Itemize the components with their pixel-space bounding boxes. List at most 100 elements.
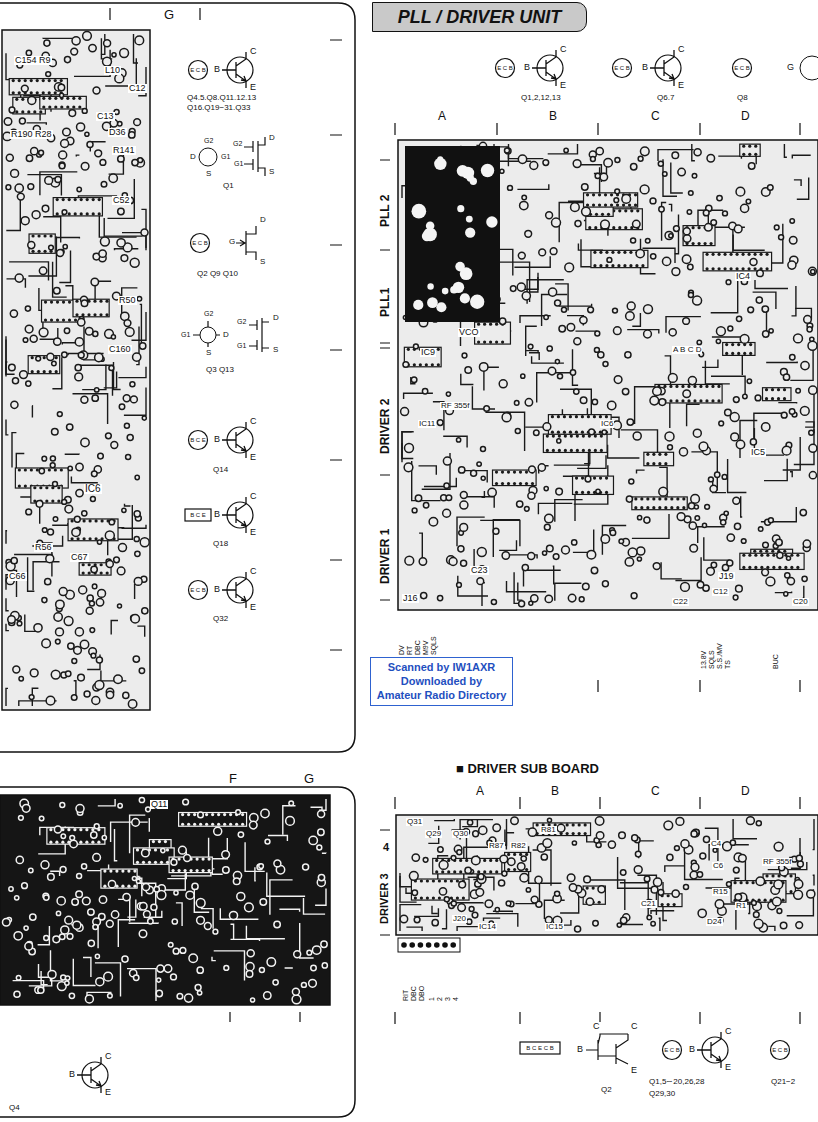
solder-pad: [139, 797, 144, 802]
ic-pin: [37, 250, 40, 253]
copper-trace: [404, 393, 433, 399]
ic-pin: [641, 264, 644, 267]
solder-pad: [569, 884, 576, 891]
solder-pad: [257, 864, 263, 870]
solder-pad: [25, 942, 33, 950]
solder-pad: [109, 520, 114, 525]
copper-trace: [122, 525, 147, 528]
jfet-symbol: [236, 226, 256, 260]
ic-pin: [575, 476, 578, 479]
ic-pin: [100, 519, 103, 522]
ic-pin: [30, 91, 33, 94]
solder-pad: [438, 847, 444, 853]
ic-pin: [15, 98, 18, 101]
solder-pad: [411, 377, 417, 383]
solder-pad: [404, 463, 413, 472]
solder-pad: [61, 834, 65, 838]
solder-pad: [491, 599, 496, 604]
solder-pad: [615, 157, 620, 162]
ic-pin: [742, 153, 745, 156]
ic-pin: [576, 449, 579, 452]
ic-pin: [664, 453, 667, 456]
solder-pad: [177, 993, 183, 999]
ic-pin: [741, 267, 744, 270]
ic-pin: [599, 476, 602, 479]
ic-pin: [62, 318, 65, 321]
solder-pad: [705, 504, 710, 509]
panel-border: [0, 3, 355, 752]
copper-trace: [542, 295, 568, 327]
solder-pad: [608, 401, 616, 409]
ic-pin: [91, 841, 94, 844]
ic-pin: [513, 470, 516, 473]
solder-pad: [653, 878, 661, 886]
solder-pad: [562, 546, 570, 554]
solder-pad: [87, 141, 93, 147]
solder-pad: [105, 531, 114, 540]
solder-pad: [802, 576, 807, 581]
ic-pin: [223, 813, 226, 816]
solder-pad: [114, 675, 122, 683]
solder-pad: [683, 228, 690, 235]
copper-trace: [608, 445, 640, 458]
solder-pad: [259, 864, 264, 869]
ic-pin: [634, 506, 637, 509]
ic-pin: [211, 813, 214, 816]
solder-pad: [699, 442, 708, 451]
ic-pin: [658, 453, 661, 456]
solder-pad: [96, 599, 103, 606]
copper-trace: [728, 459, 747, 493]
ic-pin: [75, 313, 78, 316]
solder-pad: [779, 235, 784, 240]
ic-pin: [18, 79, 21, 82]
solder-pad: [500, 855, 508, 863]
copper-trace: [790, 350, 813, 380]
copper-trace: [118, 920, 135, 947]
ic-pin: [751, 881, 754, 884]
copper-trace: [212, 862, 222, 874]
solder-pad: [587, 550, 596, 559]
solder-pad: [104, 972, 113, 981]
solder-pad: [64, 617, 73, 626]
solder-pad: [123, 692, 129, 698]
solder-pad: [42, 528, 47, 533]
solder-pad: [589, 429, 595, 435]
copper-trace: [40, 328, 58, 339]
solder-pad: [47, 353, 54, 360]
solder-pad: [22, 883, 28, 889]
copper-trace: [485, 412, 524, 451]
solder-pad: [60, 803, 65, 808]
copper-trace: [118, 899, 130, 921]
solder-pad: [658, 889, 664, 895]
ic-pin: [634, 203, 637, 206]
solder-pad: [457, 850, 462, 855]
solder-pad: [139, 668, 144, 673]
ic-pin: [477, 323, 480, 326]
ic-pin: [447, 859, 450, 862]
ic-pin: [717, 267, 720, 270]
ic-pin: [682, 497, 685, 500]
solder-pad: [59, 588, 67, 596]
ic-pin: [669, 385, 672, 388]
solder-pad: [76, 463, 83, 470]
solder-pad: [674, 846, 679, 851]
ic-pin: [581, 476, 584, 479]
solder-pad: [620, 870, 625, 875]
solder-pad: [736, 440, 744, 448]
solder-pad: [561, 307, 566, 312]
solder-pad: [555, 891, 560, 896]
solder-pad: [582, 184, 588, 190]
ic-pin: [667, 903, 670, 906]
solder-pad: [93, 854, 101, 862]
ic-pin: [546, 434, 549, 437]
solder-pad: [460, 492, 467, 499]
solder-pad: [301, 982, 306, 987]
solder-pad: [19, 815, 24, 820]
ic-pin: [652, 497, 655, 500]
copper-trace: [526, 351, 538, 353]
ic-pin: [709, 242, 712, 245]
ic-pin: [566, 832, 569, 835]
ic-pin: [432, 879, 435, 882]
ic-pin: [82, 537, 85, 540]
solder-pad: [459, 881, 466, 888]
